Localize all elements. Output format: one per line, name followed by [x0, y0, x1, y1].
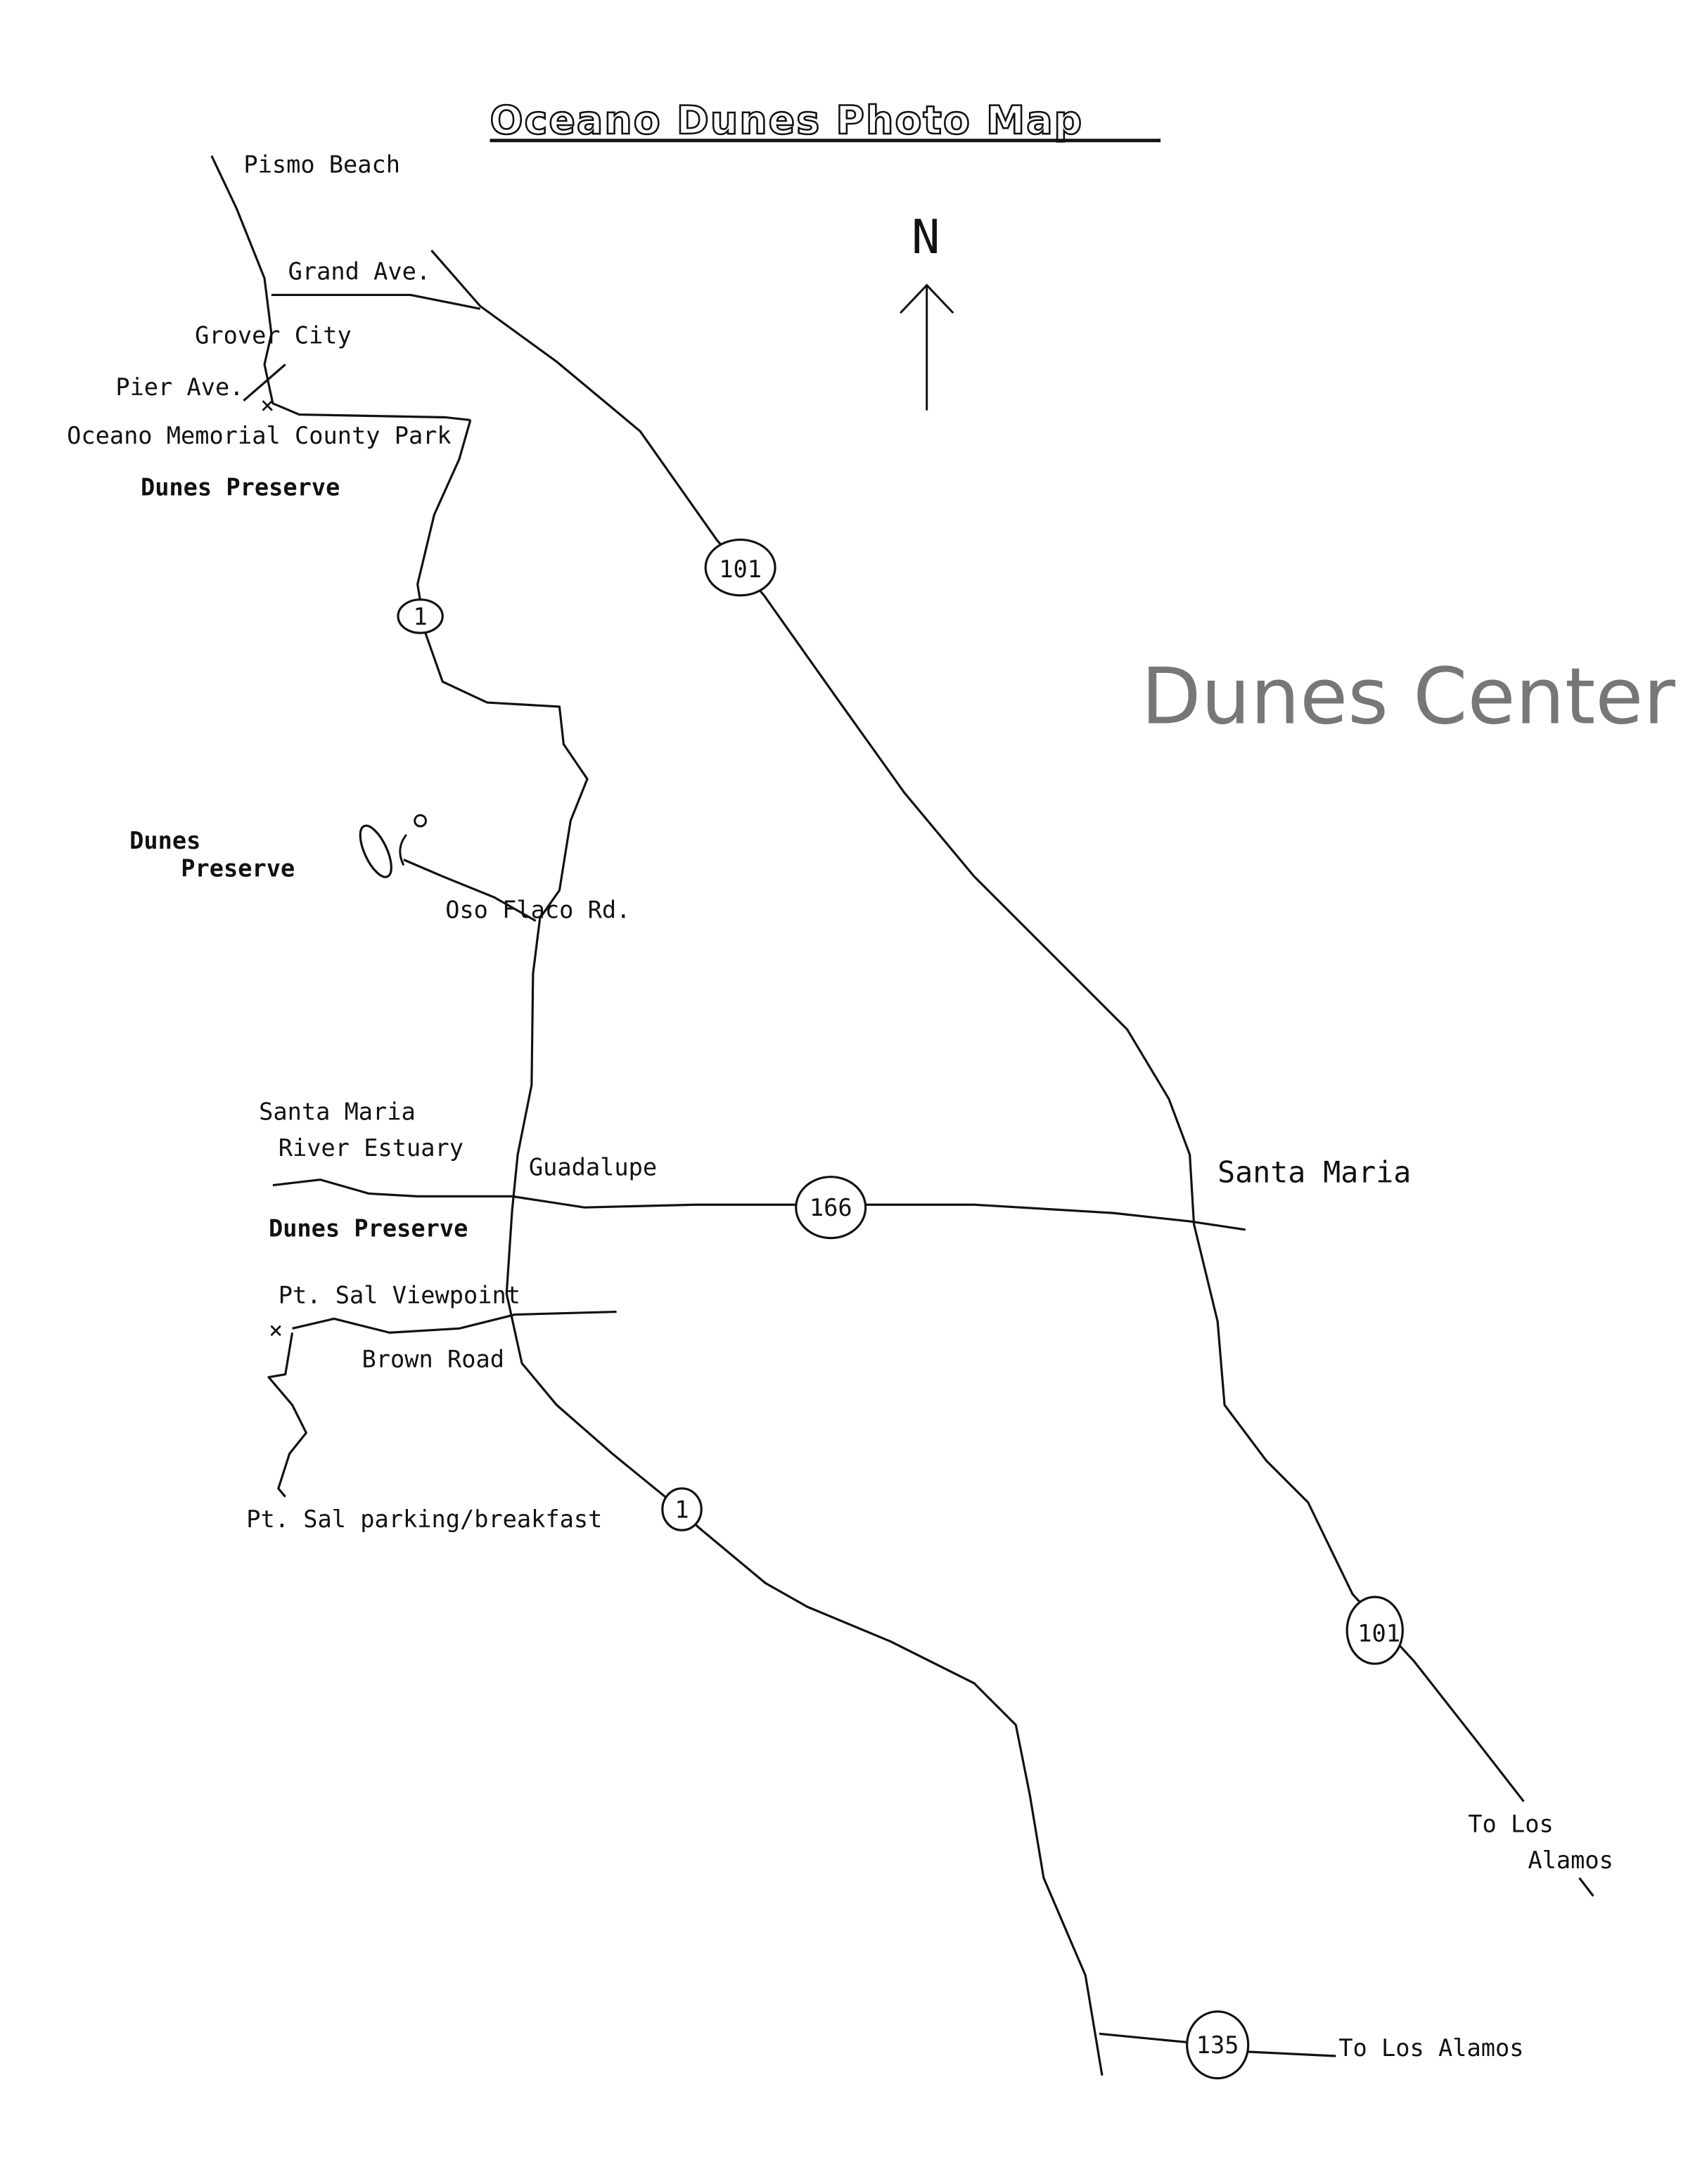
- x-marker-pt-sal: ×: [269, 1316, 283, 1344]
- shield-1-south: 1: [661, 1487, 703, 1531]
- label-grand-ave: Grand Ave.: [288, 258, 430, 285]
- label-grover-city: Grover City: [195, 322, 352, 349]
- label-oso-flaco: Oso Flaco Rd.: [445, 897, 630, 924]
- label-estuary-1: Santa Maria: [259, 1098, 416, 1126]
- oso-flaco-road: [403, 859, 537, 923]
- svg-text:101: 101: [719, 555, 762, 583]
- watermark: Dunes Center: [1141, 652, 1675, 743]
- highway-166: [272, 1178, 1246, 1231]
- label-oceano-park: Oceano Memorial County Park: [67, 422, 452, 449]
- label-pt-sal-parking: Pt. Sal parking/breakfast: [246, 1505, 602, 1533]
- coast-road-north: [210, 155, 471, 422]
- highway-101: [430, 250, 1525, 1802]
- pt-sal-coast: [267, 1332, 307, 1498]
- label-brown-road: Brown Road: [362, 1346, 504, 1373]
- dune-lake: [359, 824, 392, 878]
- highway-101-end: [1578, 1877, 1594, 1897]
- label-dunes-preserve-south: Dunes Preserve: [269, 1215, 468, 1242]
- svg-text:1: 1: [674, 1496, 689, 1523]
- label-santa-maria: Santa Maria: [1217, 1155, 1411, 1190]
- shield-135: 135: [1186, 2010, 1250, 2080]
- svg-text:1: 1: [413, 603, 427, 630]
- label-dunes-preserve-north: Dunes Preserve: [141, 473, 340, 501]
- shield-1-north: 1: [397, 598, 444, 634]
- pier-ave-road: [243, 364, 286, 402]
- label-guadalupe: Guadalupe: [529, 1154, 657, 1181]
- svg-text:166: 166: [810, 1194, 852, 1221]
- brown-road: [292, 1310, 617, 1334]
- label-to-los-alamos-1b: Alamos: [1528, 1846, 1613, 1874]
- label-to-los-alamos-1a: To Los: [1468, 1810, 1553, 1837]
- shield-166: 166: [795, 1176, 867, 1240]
- label-dunes-preserve-mid-1: Dunes: [129, 827, 200, 854]
- svg-text:N: N: [912, 210, 940, 264]
- dune-pond: [414, 814, 427, 828]
- label-to-los-alamos-2: To Los Alamos: [1338, 2034, 1523, 2062]
- dune-lake-small: [399, 834, 407, 866]
- label-dunes-preserve-mid-2: Preserve: [181, 854, 295, 882]
- x-marker-oceano: ×: [260, 392, 274, 419]
- label-pier-ave: Pier Ave.: [115, 373, 243, 401]
- svg-text:135: 135: [1196, 2031, 1239, 2059]
- svg-text:101: 101: [1357, 1619, 1400, 1647]
- label-pt-sal-viewpoint: Pt. Sal Viewpoint: [279, 1282, 520, 1309]
- highway-1: [416, 420, 1104, 2076]
- map-title: Oceano Dunes Photo Map: [490, 98, 1084, 143]
- label-estuary-2: River Estuary: [279, 1134, 463, 1162]
- shield-101-south: 101: [1345, 1595, 1404, 1665]
- grand-ave-road: [271, 293, 480, 310]
- label-pismo-beach: Pismo Beach: [243, 150, 400, 178]
- shield-101-north: 101: [704, 539, 776, 597]
- north-arrow-icon: N: [900, 210, 954, 411]
